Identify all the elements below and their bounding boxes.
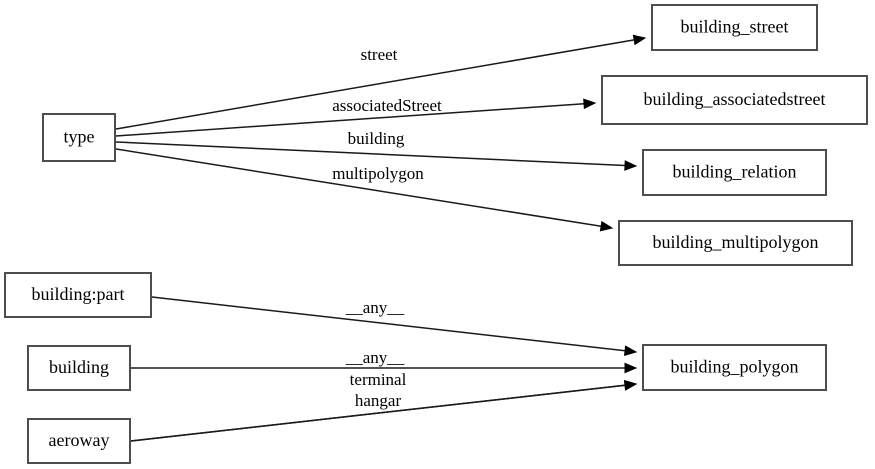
node-box[interactable]: [642, 344, 827, 391]
edge-line: [115, 39, 635, 130]
edge-labels-layer: street associatedStreet building multipolyg…: [332, 45, 442, 410]
node-box[interactable]: [642, 149, 827, 196]
arrowhead-icon: [624, 160, 638, 171]
edge-building-to-building_polygon: [131, 362, 638, 374]
node-label: aeroway: [49, 430, 110, 450]
edge-label-building: building: [348, 129, 405, 148]
edge-label-hangar: hangar: [355, 391, 402, 410]
edge-line: [130, 384, 626, 442]
arrowhead-icon: [623, 345, 638, 357]
edges-layer: [115, 34, 647, 442]
edge-line: [151, 296, 626, 352]
node-building_multipolygon[interactable]: building_multipolygon: [618, 220, 853, 266]
node-label: building:part: [32, 284, 125, 304]
node-label: building: [49, 357, 109, 377]
edge-line: [115, 148, 602, 228]
edge-type-to-building_street: [115, 34, 647, 130]
node-label: building_multipolygon: [652, 232, 818, 252]
edge-label-street: street: [361, 45, 398, 64]
node-building_street[interactable]: building_street: [651, 4, 818, 51]
node-box[interactable]: [651, 4, 818, 51]
arrowhead-icon: [632, 34, 647, 46]
edge-label-terminal: terminal: [350, 370, 407, 389]
node-aeroway[interactable]: aeroway: [27, 418, 131, 464]
arrowhead-icon: [583, 98, 597, 110]
node-box[interactable]: [42, 113, 116, 162]
node-building_relation[interactable]: building_relation: [642, 149, 827, 196]
node-building_associatedstreet[interactable]: building_associatedstreet: [601, 75, 868, 125]
node-label: type: [64, 127, 95, 147]
edge-label-associatedStreet: associatedStreet: [332, 96, 442, 115]
node-type[interactable]: type: [42, 113, 116, 162]
arrowhead-icon: [624, 362, 638, 374]
node-building[interactable]: building: [27, 345, 131, 391]
edge-label-any: __any__: [345, 298, 405, 317]
edge-line: [115, 141, 626, 167]
node-box[interactable]: [601, 75, 868, 125]
edge-type-to-building_associatedstreet: [115, 98, 597, 137]
edge-label-any: __any__: [345, 348, 405, 367]
arrowhead-icon: [599, 220, 614, 232]
node-box[interactable]: [27, 345, 131, 391]
node-label: building_associatedstreet: [644, 89, 826, 109]
nodes-layer: type building_street building_associatedst…: [4, 4, 868, 464]
edge-line: [115, 103, 585, 137]
arrowhead-icon: [623, 379, 638, 391]
edge-type-to-building_multipolygon: [115, 148, 614, 232]
node-label: building_relation: [673, 162, 797, 182]
edge-label-multipolygon: multipolygon: [332, 164, 424, 183]
node-box[interactable]: [618, 220, 853, 266]
node-building_part[interactable]: building:part: [4, 272, 152, 318]
edge-aeroway-to-building_polygon: [130, 379, 638, 442]
edge-type-to-building_relation: [115, 141, 638, 171]
node-building_polygon[interactable]: building_polygon: [642, 344, 827, 391]
node-label: building_polygon: [670, 357, 798, 377]
edge-building_part-to-building_polygon: [151, 296, 638, 357]
node-box[interactable]: [27, 418, 131, 464]
node-box[interactable]: [4, 272, 152, 318]
node-label: building_street: [681, 17, 789, 37]
